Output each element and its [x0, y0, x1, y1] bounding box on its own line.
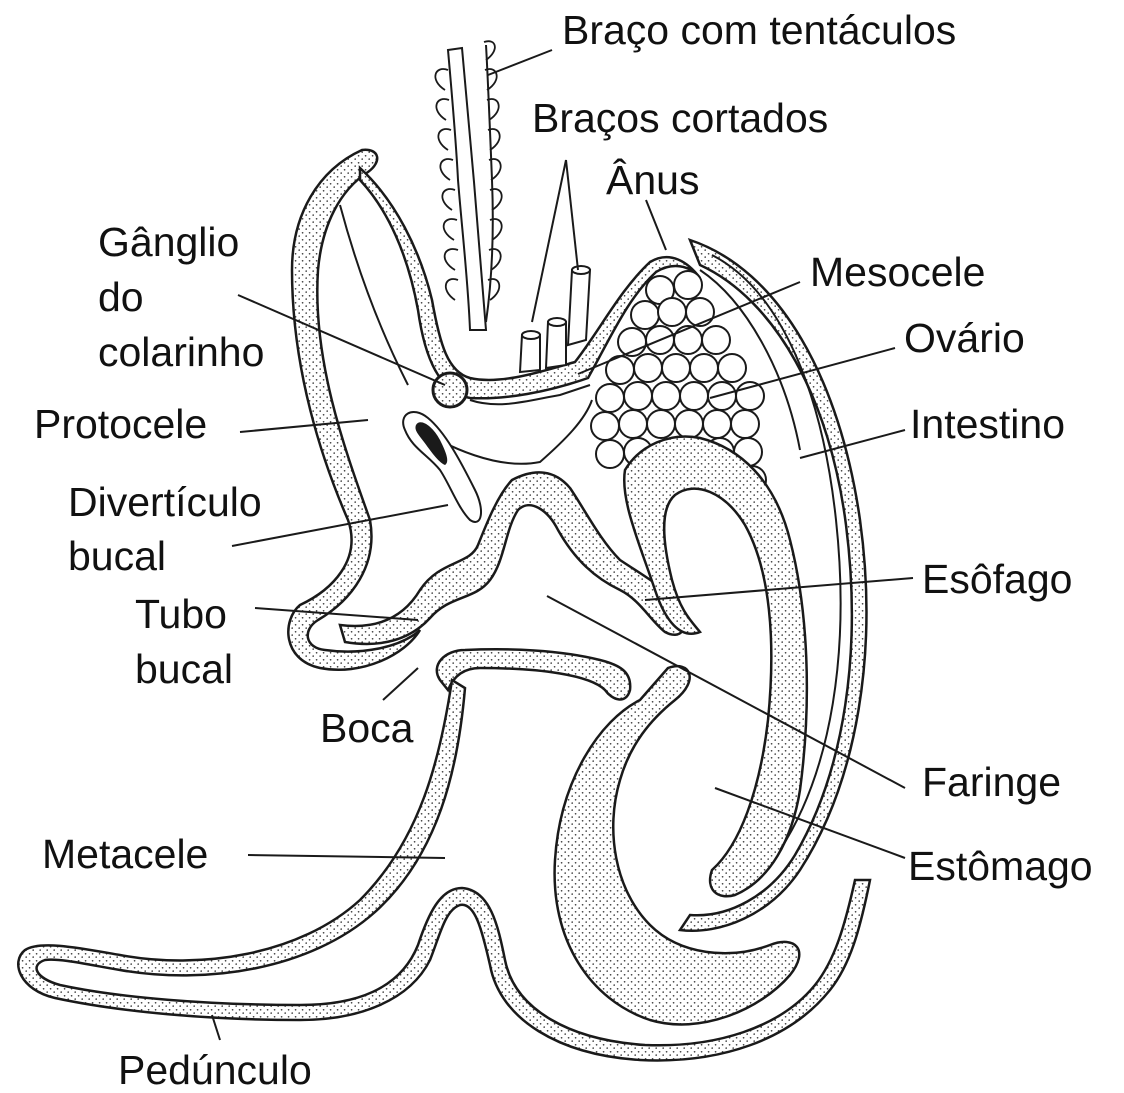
label-faringe: Faringe — [922, 758, 1061, 806]
label-braco-com-tentaculos: Braço com tentáculos — [562, 6, 956, 54]
label-pedunculo: Pedúnculo — [118, 1046, 312, 1093]
label-ovario: Ovário — [904, 314, 1025, 362]
label-boca: Boca — [320, 704, 413, 752]
label-anus: Ânus — [606, 156, 699, 204]
label-ganglio-do-colarinho: Gânglio do colarinho — [98, 218, 264, 376]
label-bracos-cortados: Braços cortados — [532, 94, 828, 142]
label-diverticulo-bucal: Divertículo bucal — [68, 478, 262, 580]
label-mesocele: Mesocele — [810, 248, 985, 296]
label-protocele: Protocele — [34, 400, 207, 448]
label-tubo-bucal: Tubo bucal — [135, 590, 233, 693]
label-estomago: Estômago — [908, 842, 1093, 890]
esophagus — [624, 437, 807, 897]
label-esofago: Esôfago — [922, 555, 1072, 603]
label-intestino: Intestino — [910, 400, 1065, 448]
label-metacele: Metacele — [42, 830, 208, 878]
collar-ganglion — [433, 373, 467, 407]
